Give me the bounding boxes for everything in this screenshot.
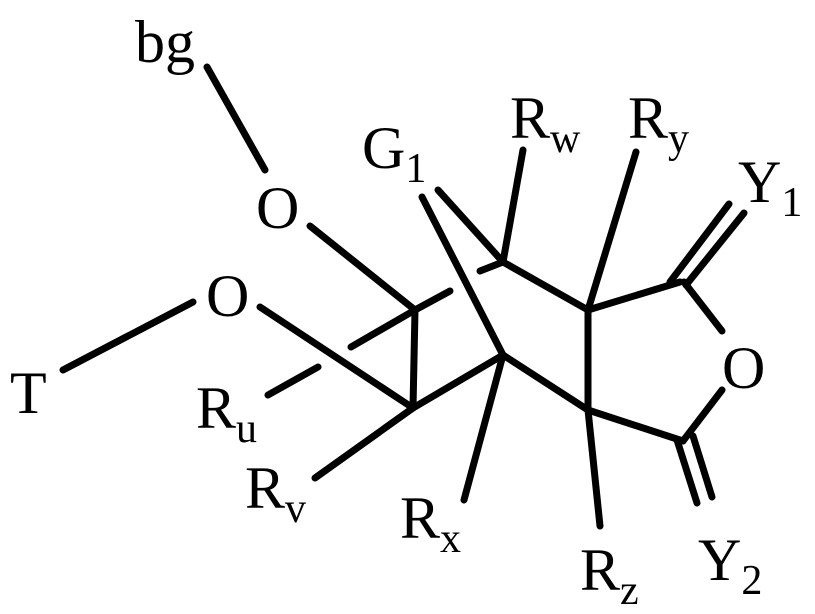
label-oxygen-top: O bbox=[256, 175, 299, 241]
bond-layer bbox=[59, 63, 748, 530]
atom-label-layer: bg O O T G1 Rw Ry Y1 O Ru Rv Rx Rz Y2 bbox=[10, 9, 802, 614]
label-bg: bg bbox=[135, 9, 195, 75]
label-Rv: Rv bbox=[245, 455, 306, 532]
bond-C4-C5 bbox=[499, 258, 592, 314]
label-Ry: Ry bbox=[628, 85, 689, 162]
bond-Ca-Y1b bbox=[682, 209, 748, 289]
bond-C5-Ca bbox=[584, 278, 684, 314]
bond-Cb-Y2b bbox=[689, 432, 716, 501]
label-Ru: Ru bbox=[196, 375, 257, 452]
label-G1: G1 bbox=[362, 115, 426, 192]
bond-Cb-Oring bbox=[679, 386, 726, 445]
label-T: T bbox=[10, 360, 47, 426]
label-oxygen-ring: O bbox=[722, 335, 765, 401]
bond-C1-C2 bbox=[409, 306, 419, 412]
bond-C4-Rw bbox=[499, 146, 527, 266]
bond-bg-O bbox=[203, 63, 269, 174]
bond-C1-Rv-ext bbox=[411, 287, 454, 314]
bond-O-C1 bbox=[306, 222, 419, 314]
bond-C2-C3 bbox=[409, 351, 507, 412]
bond-C2-Rv bbox=[311, 404, 417, 482]
bond-Ca-Y1a bbox=[666, 200, 733, 286]
label-oxygen-left: O bbox=[206, 263, 249, 329]
bond-G1-C3 bbox=[418, 193, 507, 359]
bond-C3-C6 bbox=[499, 351, 592, 414]
label-Rw: Rw bbox=[510, 85, 581, 162]
bond-T-O bbox=[59, 298, 197, 374]
bond-C4-stub bbox=[476, 258, 507, 275]
label-Y1: Y1 bbox=[738, 149, 802, 226]
label-Y2: Y2 bbox=[698, 527, 762, 604]
bond-Cb-Y2a bbox=[673, 436, 701, 507]
bond-C6-Cb bbox=[584, 406, 687, 445]
bond-G1-C4 bbox=[434, 186, 507, 266]
bond-C5-Ry bbox=[584, 148, 640, 314]
bond-C3-Rx bbox=[460, 351, 507, 504]
bond-C1-Ru-stub bbox=[347, 306, 419, 351]
label-Rz: Rz bbox=[580, 537, 639, 614]
bond-O-C2 bbox=[256, 303, 417, 412]
bond-C6-Rz bbox=[584, 406, 604, 530]
label-Rx: Rx bbox=[400, 485, 461, 562]
bond-Ru-stub bbox=[264, 363, 322, 399]
bond-Ca-Oring bbox=[680, 278, 726, 335]
